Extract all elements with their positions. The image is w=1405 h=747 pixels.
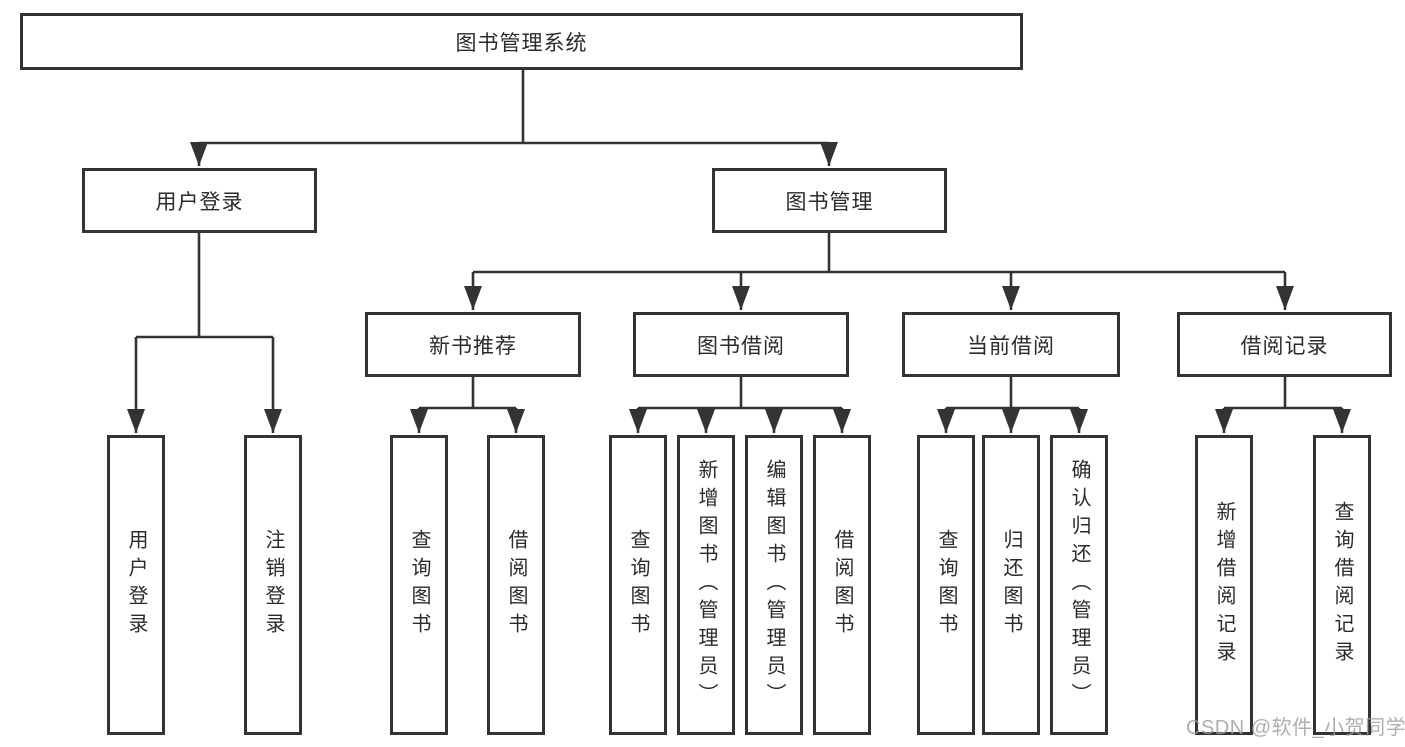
node-user-login: 用户登录 bbox=[82, 168, 317, 233]
node-current-borrowing-label: 当前借阅 bbox=[967, 334, 1055, 358]
leaf-confirm-return-admin: 确认归还（管理员） bbox=[1050, 435, 1108, 735]
connector-root-to-branches bbox=[190, 70, 838, 166]
node-system-root: 图书管理系统 bbox=[20, 13, 1023, 70]
node-current-borrowing: 当前借阅 bbox=[902, 312, 1120, 377]
leaf-return-books: 归还图书 bbox=[982, 435, 1040, 735]
leaf-borrow-books-recommend: 借阅图书 bbox=[487, 435, 545, 735]
node-book-management-label: 图书管理 bbox=[785, 190, 874, 214]
node-book-borrowing: 图书借阅 bbox=[633, 312, 849, 377]
leaf-add-borrow-record: 新增借阅记录 bbox=[1195, 435, 1253, 735]
connector-current-to-leaves bbox=[937, 377, 1088, 433]
leaf-add-book-admin-label: 新增图书（管理员） bbox=[695, 459, 717, 711]
leaf-query-books-borrowing: 查询图书 bbox=[609, 435, 667, 735]
connector-borrowing-to-leaves bbox=[629, 377, 851, 433]
leaf-query-books-borrowing-label: 查询图书 bbox=[627, 529, 649, 641]
leaf-borrow-books-borrowing: 借阅图书 bbox=[813, 435, 871, 735]
connector-records-to-leaves bbox=[1215, 377, 1351, 433]
leaf-return-books-label: 归还图书 bbox=[1000, 529, 1022, 641]
leaf-query-borrow-record: 查询借阅记录 bbox=[1313, 435, 1371, 735]
watermark-text: CSDN @软件_小贺同学 bbox=[1186, 717, 1405, 739]
leaf-confirm-return-admin-label: 确认归还（管理员） bbox=[1068, 459, 1090, 711]
node-book-borrowing-label: 图书借阅 bbox=[697, 334, 785, 358]
leaf-user-login: 用户登录 bbox=[107, 435, 165, 735]
leaf-query-books-recommend: 查询图书 bbox=[390, 435, 448, 735]
leaf-logout-label: 注销登录 bbox=[262, 529, 284, 641]
leaf-borrow-books-borrowing-label: 借阅图书 bbox=[831, 529, 853, 641]
connector-recommend-to-leaves bbox=[410, 377, 525, 433]
leaf-borrow-books-recommend-label: 借阅图书 bbox=[505, 529, 527, 641]
connector-login-to-leaves bbox=[127, 233, 282, 433]
leaf-add-borrow-record-label: 新增借阅记录 bbox=[1213, 501, 1235, 669]
leaf-query-borrow-record-label: 查询借阅记录 bbox=[1331, 501, 1353, 669]
node-book-management: 图书管理 bbox=[712, 168, 947, 233]
node-new-book-recommendation: 新书推荐 bbox=[365, 312, 581, 377]
connector-management-to-sections bbox=[464, 233, 1294, 310]
leaf-add-book-admin: 新增图书（管理员） bbox=[677, 435, 735, 735]
leaf-edit-book-admin-label: 编辑图书（管理员） bbox=[763, 459, 785, 711]
leaf-edit-book-admin: 编辑图书（管理员） bbox=[745, 435, 803, 735]
node-system-root-label: 图书管理系统 bbox=[455, 31, 588, 55]
node-user-login-label: 用户登录 bbox=[155, 190, 244, 214]
node-borrow-records: 借阅记录 bbox=[1177, 312, 1392, 377]
leaf-query-books-recommend-label: 查询图书 bbox=[408, 529, 430, 641]
leaf-query-books-current: 查询图书 bbox=[917, 435, 975, 735]
node-new-book-recommendation-label: 新书推荐 bbox=[429, 334, 517, 358]
leaf-logout: 注销登录 bbox=[244, 435, 302, 735]
leaf-user-login-label: 用户登录 bbox=[125, 529, 147, 641]
node-borrow-records-label: 借阅记录 bbox=[1240, 334, 1329, 358]
leaf-query-books-current-label: 查询图书 bbox=[935, 529, 957, 641]
